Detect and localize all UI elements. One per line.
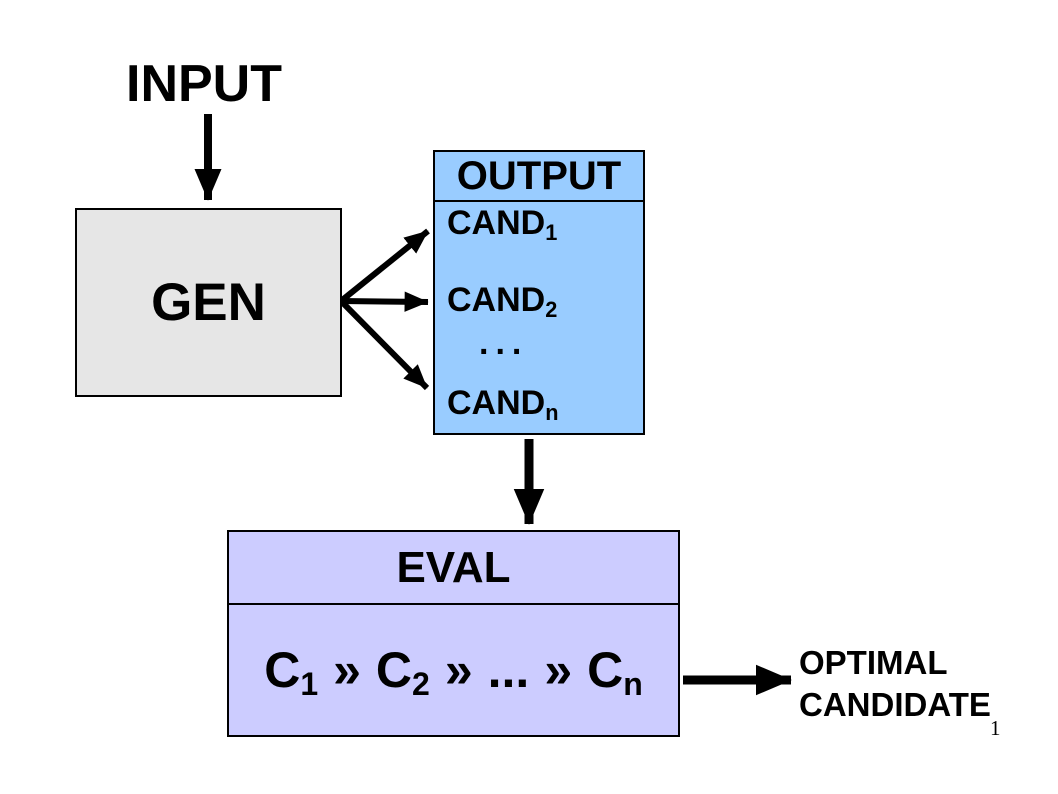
gen-box-label: GEN (151, 273, 266, 332)
ranking-separator-2: » (444, 642, 473, 698)
candidate-ellipsis: ... (479, 324, 529, 362)
optimal-candidate-line2: CANDIDATE (799, 685, 991, 723)
ranking-c2: C2 (375, 642, 430, 703)
eval-box-header: EVAL (229, 532, 678, 605)
eval-ranking: C1»C2»...»Cn (229, 605, 678, 735)
eval-box-title: EVAL (396, 542, 511, 592)
output-box-header: OUTPUT (435, 152, 643, 202)
gen-box: GEN (75, 208, 342, 397)
gen-to-cand1-arrow-icon (339, 228, 430, 304)
ranking-c1: C1 (264, 642, 319, 703)
gen-to-candn-arrow-icon (338, 298, 430, 391)
output-box-title: OUTPUT (456, 153, 622, 198)
output-box: OUTPUT CAND1 CAND2 ... CANDn (433, 150, 645, 435)
candidate-1-label: CAND1 (447, 204, 558, 245)
eval-box: EVAL C1»C2»...»Cn (227, 530, 680, 737)
optimal-candidate-line1: OPTIMAL (799, 644, 948, 681)
candidate-2-label: CAND2 (447, 281, 558, 322)
input-label: INPUT (126, 55, 282, 113)
ranking-separator-3: » (544, 642, 573, 698)
page-number: 1 (990, 716, 1001, 740)
candidate-2-subscript: 2 (545, 296, 558, 322)
gen-to-cand2-arrow-icon (340, 291, 429, 312)
ranking-ellipsis: ... (487, 642, 530, 698)
candidate-1-subscript: 1 (545, 219, 558, 245)
candidate-n-label: CANDn (447, 384, 559, 425)
ranking-cn: Cn (587, 642, 643, 703)
candidate-n-subscript: n (545, 399, 559, 425)
optimal-candidate-label: OPTIMAL CANDIDATE (799, 642, 991, 726)
ranking-separator-1: » (333, 642, 361, 698)
